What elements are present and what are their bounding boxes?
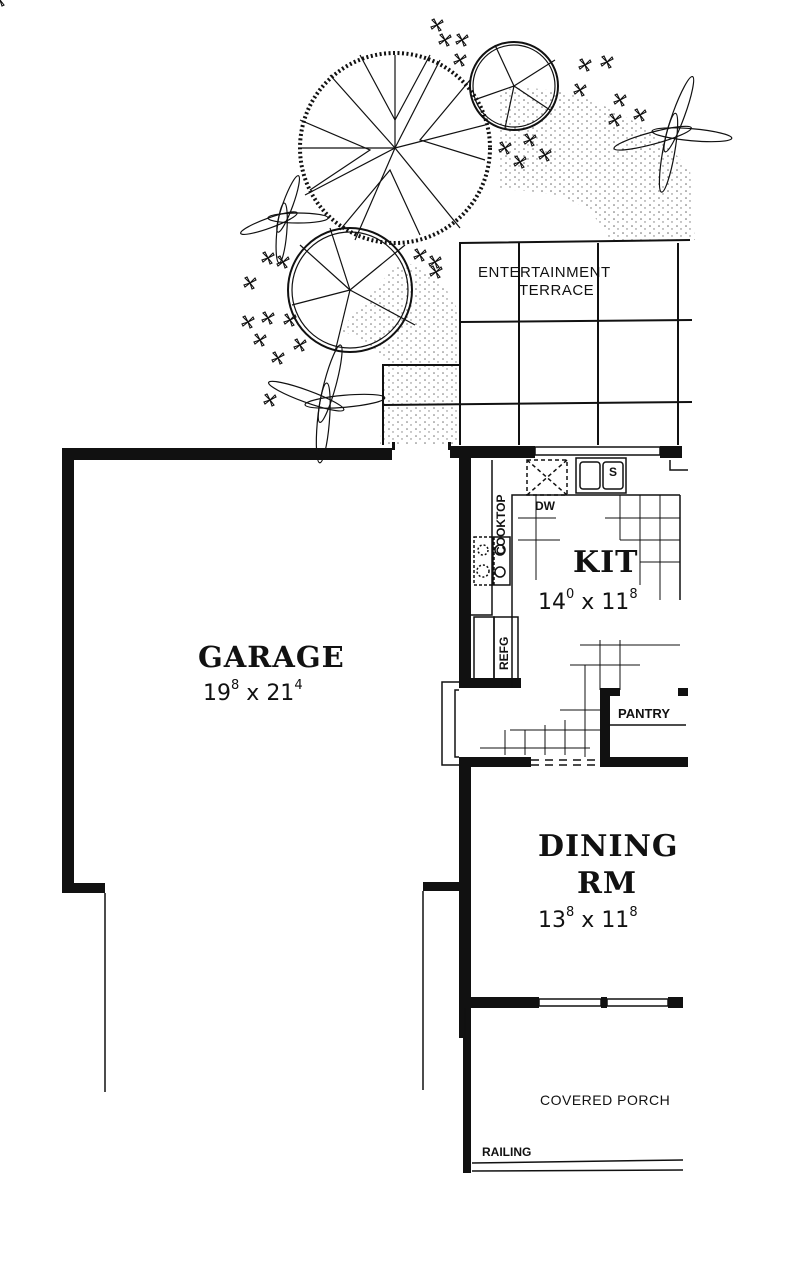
railing-label: RAILING: [482, 1145, 532, 1159]
terrace-paving-grid: [382, 239, 693, 445]
porch-label: COVERED PORCH: [540, 1092, 671, 1108]
medium-tree-icon: [287, 227, 416, 353]
dishwasher-label: DW: [535, 499, 555, 513]
shrub-icon: [240, 75, 733, 464]
sink-label: S: [609, 465, 618, 479]
kitchen-dimensions: 140 x 118: [538, 587, 638, 615]
terrace-label-line1: ENTERTAINMENT: [478, 264, 611, 281]
cooktop-label: COOKTOP: [494, 494, 508, 555]
garage-dimensions: 198 x 214: [203, 678, 303, 706]
pantry-label: PANTRY: [618, 706, 670, 721]
thin-lines: [104, 446, 688, 1172]
garage-room-name: GARAGE: [198, 640, 345, 674]
refrigerator-label: REFG: [497, 636, 511, 670]
kitchen-room-name: KIT: [573, 545, 639, 580]
dining-dimensions: 138 x 118: [538, 905, 638, 933]
terrace-label-line2: TERRACE: [519, 282, 595, 299]
large-tree-icon: [298, 51, 492, 245]
dining-room-name-line2: RM: [577, 866, 638, 901]
dining-room-name-line1: DINING: [538, 829, 679, 864]
small-tree-icon: [469, 41, 559, 131]
walls: [62, 442, 688, 1173]
landscape-ground-cover: [340, 88, 695, 445]
